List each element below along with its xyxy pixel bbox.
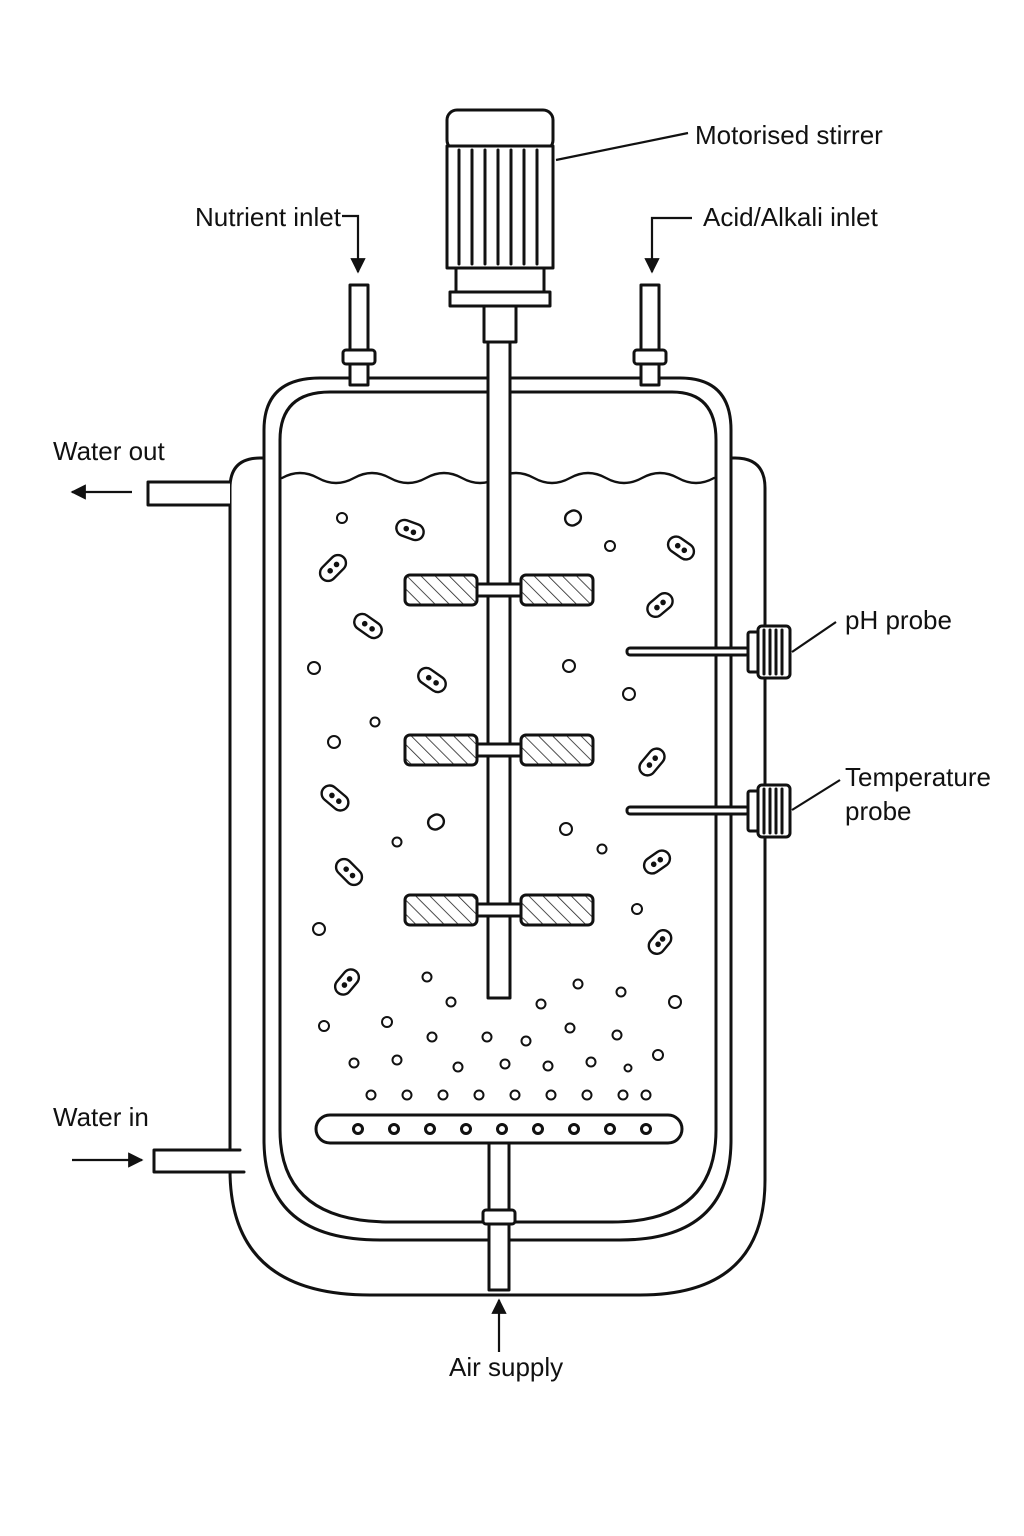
stirrer-shaft	[486, 340, 512, 1000]
air-supply-pipe	[481, 1141, 517, 1292]
impeller-bottom	[403, 893, 595, 927]
water-jacket	[228, 456, 767, 1297]
motor-leader-line	[555, 131, 689, 162]
ph-leader-line	[791, 621, 837, 653]
temperature-leader-line	[791, 779, 841, 811]
air-supply-label: Air supply	[449, 1352, 563, 1382]
water-in-label: Water in	[53, 1102, 149, 1132]
acid-alkali-arrow	[644, 216, 692, 274]
water-out-pipe	[146, 480, 232, 507]
microorganisms	[318, 509, 696, 996]
nutrient-arrow	[342, 214, 366, 274]
temperature-probe-label-line2: probe	[845, 796, 912, 826]
ph-probe	[625, 624, 792, 680]
air-bubbles	[307, 512, 682, 1101]
temperature-probe	[625, 783, 792, 839]
motor	[445, 108, 555, 344]
air-sparger	[314, 1113, 684, 1145]
ph-probe-label: pH probe	[845, 605, 952, 635]
nutrient-inlet-label: Nutrient inlet	[195, 202, 342, 232]
water-in-pipe	[152, 1148, 246, 1174]
acid-alkali-inlet-pipe	[632, 283, 668, 387]
nutrient-inlet-pipe	[341, 283, 377, 387]
water-out-label: Water out	[53, 436, 166, 466]
impeller-top	[403, 573, 595, 607]
motorised-stirrer-label: Motorised stirrer	[695, 120, 883, 150]
impeller-middle	[403, 733, 595, 767]
acid-alkali-inlet-label: Acid/Alkali inlet	[703, 202, 879, 232]
temperature-probe-label-line1: Temperature	[845, 762, 991, 792]
vessel-inner-wall	[278, 390, 718, 1224]
